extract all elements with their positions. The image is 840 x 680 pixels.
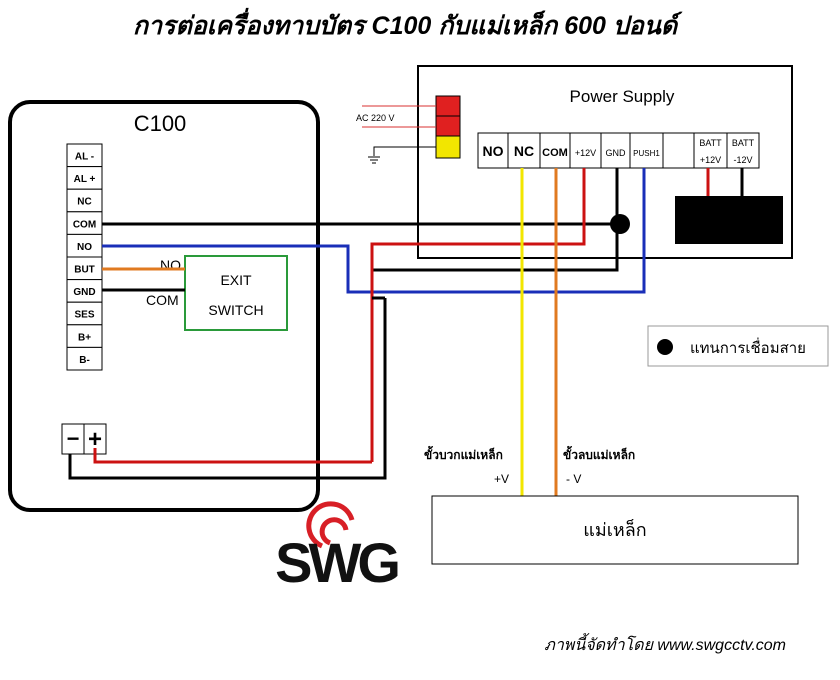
c100-plus-sign: + xyxy=(88,426,102,453)
c100-terminal-label: AL + xyxy=(74,174,96,185)
exit-switch-line2: SWITCH xyxy=(208,302,263,318)
c100-terminal-block: AL - AL + NC COM NO BUT GND SES B+ B- xyxy=(66,143,103,371)
power-supply-title: Power Supply xyxy=(570,87,675,106)
swg-logo: SWG xyxy=(275,501,402,594)
c100-terminal-label: BUT xyxy=(74,265,95,276)
ps-terminal-label: COM xyxy=(542,147,568,159)
wire-plus12v xyxy=(370,168,586,462)
diagram-title: การต่อเครื่องทาบบัตร C100 กับแม่เหล็ก 60… xyxy=(133,7,683,40)
ps-terminal xyxy=(693,132,728,169)
ps-terminal-label: BATT+12V xyxy=(699,138,722,165)
c100-terminal-label: SES xyxy=(74,310,94,321)
c100-minus-sign: − xyxy=(67,426,80,451)
ac-label: AC 220 V xyxy=(356,113,395,123)
magnet-plus-value: +V xyxy=(494,472,509,486)
exit-switch-com-label: COM xyxy=(146,292,179,308)
magnet-minus-value: - V xyxy=(566,472,581,486)
c100-terminal-label: B- xyxy=(79,355,90,366)
ps-terminal xyxy=(662,132,695,169)
ps-terminal-label: NC xyxy=(514,143,534,159)
battery xyxy=(675,196,783,244)
c100-enclosure xyxy=(8,100,320,512)
ps-terminal-label: +12V xyxy=(575,148,596,158)
ground-wire xyxy=(373,146,436,156)
magnet-plus-label: ขั้วบวกแม่เหล็ก xyxy=(424,445,503,462)
ps-terminal-label: BATT-12V xyxy=(732,138,755,165)
c100-label: C100 xyxy=(134,111,187,136)
exit-switch-line1: EXIT xyxy=(220,272,252,288)
c100-terminal xyxy=(66,346,103,371)
wire-no xyxy=(102,168,646,294)
credit-text: ภาพนี้จัดทำโดย www.swgcctv.com xyxy=(544,633,786,654)
ps-terminal xyxy=(569,132,602,169)
wire-c100-power-plus xyxy=(93,448,372,464)
ps-terminal xyxy=(507,132,541,169)
power-supply-terminal-block: NO NC COM +12V GND PUSH1 BATT+12V BATT-12V xyxy=(477,132,760,169)
c100-terminal-label: B+ xyxy=(78,332,91,343)
legend-dot-icon xyxy=(657,339,673,355)
c100-terminal-label: AL - xyxy=(75,152,94,163)
c100-terminal-label: NC xyxy=(77,197,91,208)
magnet-box xyxy=(431,495,799,565)
ps-terminal-label: PUSH1 xyxy=(633,149,660,158)
exit-switch-no-label: NO xyxy=(160,257,181,273)
exit-switch-box xyxy=(184,255,288,331)
ac-terminal-live xyxy=(435,95,461,117)
legend-text: แทนการเชื่อมสาย xyxy=(690,337,806,357)
wire-c100-power-minus xyxy=(68,298,387,480)
c100-terminal-label: GND xyxy=(73,287,95,298)
magnet-minus-label: ขั้วลบแม่เหล็ก xyxy=(563,445,635,462)
legend-box xyxy=(647,325,829,367)
ps-terminal-label: GND xyxy=(606,148,627,158)
swg-logo-text: SWG xyxy=(275,531,398,594)
ac-terminal-ground xyxy=(435,135,461,159)
c100-terminal-label: NO xyxy=(77,242,92,253)
junction-dot xyxy=(610,214,630,234)
magnet-label: แม่เหล็ก xyxy=(583,518,646,540)
ac-terminal-neutral xyxy=(435,115,461,137)
ground-icon xyxy=(368,156,380,164)
ps-terminal-label: NO xyxy=(483,143,504,159)
ps-terminal xyxy=(629,132,664,169)
ps-terminal xyxy=(726,132,760,169)
c100-terminal-label: COM xyxy=(73,219,96,230)
